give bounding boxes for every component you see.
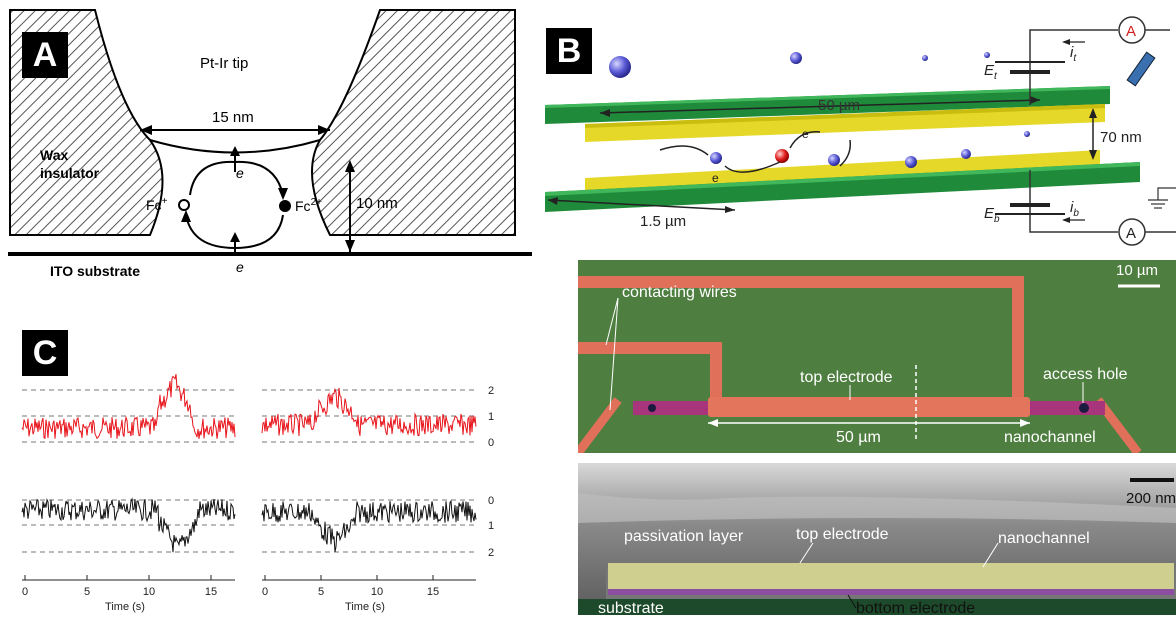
substrate-label: ITO substrate [50, 263, 140, 279]
bottom-electrode-label: bottom electrode [856, 600, 975, 615]
right-tick-label: 10 [371, 586, 383, 598]
top-electrode [708, 397, 1030, 417]
gap-label: 70 nm [1100, 129, 1142, 146]
nanochannel [608, 589, 1174, 595]
panel-b-device-schematic: 50 µm 70 nm 1.5 µm e e Et it Eb ib A A B [540, 0, 1176, 250]
bottom-ammeter-label: A [1126, 225, 1136, 242]
length-label: 50 µm [818, 97, 860, 114]
optical-micrograph: 10 µm contacting wires top electrode acc… [574, 260, 1176, 456]
passivation-label: passivation layer [624, 528, 744, 545]
scale-label: 10 µm [1116, 262, 1158, 279]
insulator-label-1: Wax [40, 147, 68, 163]
fc-2plus-marker [279, 200, 291, 212]
sem-micrograph: 200 nm passivation layer top electrode n… [578, 463, 1176, 617]
top-electrode [608, 563, 1174, 589]
level-label: 2 [488, 385, 494, 397]
micrograph-drawing: 10 µm contacting wires top electrode acc… [574, 260, 1176, 456]
width-label: 1.5 µm [640, 213, 686, 230]
panel-c-current-traces: 0 5 10 15 0 5 10 15 Time (s) Time (s) 2 … [0, 300, 540, 615]
substrate [578, 599, 1176, 615]
substrate-label: substrate [598, 600, 664, 615]
nanochannel-label: nanochannel [998, 530, 1090, 547]
top-voltage-label: Et [984, 62, 998, 82]
redox-molecule [984, 52, 990, 58]
fc-plus-label: Fc+ [146, 196, 168, 213]
top-circuit-wire [1029, 29, 1118, 105]
right-wax-insulator [311, 9, 516, 236]
bottom-voltage-label: Eb [984, 205, 1000, 225]
bottom-plate-green [545, 162, 1140, 212]
electron-label-bottom: e [236, 259, 244, 275]
left-xlabel: Time (s) [105, 601, 145, 613]
panel-a-tip-schematic: Pt-Ir tip 15 nm Wax insulator 10 nm e e … [0, 0, 540, 290]
bottom-circuit-wire [1029, 170, 1118, 233]
redox-molecule [710, 152, 722, 164]
redox-molecule [1024, 131, 1030, 137]
access-hole-label: access hole [1043, 366, 1128, 383]
redox-molecule-oxidized [775, 149, 789, 163]
right-tick-label: 0 [262, 586, 268, 598]
contacting-wire [578, 342, 722, 400]
gap-label: 15 nm [212, 109, 254, 126]
redox-molecule [905, 156, 917, 168]
red-trace-left [21, 373, 236, 440]
access-hole-left [648, 404, 656, 412]
black-trace-right [261, 499, 477, 552]
sem-drawing: 200 nm passivation layer top electrode n… [578, 463, 1176, 617]
redox-molecule [609, 56, 631, 78]
right-tick-label: 5 [318, 586, 324, 598]
level-label: 1 [488, 520, 494, 532]
bottom-electrode-gold [585, 150, 1100, 192]
top-ammeter-label: A [1126, 23, 1136, 40]
top-plate-green [545, 86, 1110, 124]
top-electrode-label: top electrode [800, 369, 893, 386]
scale-label: 200 nm [1126, 490, 1176, 507]
redox-molecule [922, 55, 928, 61]
top-electrode-label: top electrode [796, 526, 889, 543]
level-label: 0 [488, 495, 494, 507]
wires-label: contacting wires [622, 284, 737, 301]
left-tick-label: 15 [205, 586, 217, 598]
right-tick-label: 15 [427, 586, 439, 598]
level-label: 0 [488, 437, 494, 449]
redox-molecule [961, 149, 971, 159]
redox-molecule [828, 154, 840, 166]
panel-c-tag: C [22, 330, 68, 376]
panel-b-tag: B [546, 28, 592, 74]
left-tick-label: 10 [143, 586, 155, 598]
red-trace-right [261, 387, 477, 437]
panel-b-drawing: 50 µm 70 nm 1.5 µm e e Et it Eb ib A A [545, 16, 1176, 246]
length-label: 50 µm [836, 429, 881, 446]
level-label: 1 [488, 411, 494, 423]
panel-c-traces: 0 5 10 15 0 5 10 15 Time (s) Time (s) 2 … [21, 373, 494, 613]
redox-molecule [790, 52, 802, 64]
left-tick-label: 0 [22, 586, 28, 598]
level-label: 2 [488, 547, 494, 559]
fc-plus-marker [178, 199, 190, 211]
right-xlabel: Time (s) [345, 601, 385, 613]
pen-icon [1126, 51, 1156, 87]
electron-label-top: e [236, 165, 244, 181]
tip-label: Pt-Ir tip [200, 55, 248, 72]
access-hole-right [1079, 403, 1089, 413]
top-current-label: it [1070, 44, 1077, 64]
electron-label-bottom: e [712, 171, 719, 185]
ground-icon [1148, 187, 1176, 209]
top-electrode-gold [585, 104, 1105, 142]
panel-a-tag: A [22, 32, 68, 78]
black-trace-left [21, 497, 236, 553]
contacting-wire [578, 276, 1024, 408]
insulator-label-2: insulator [40, 165, 100, 181]
panel-a-drawing: Pt-Ir tip 15 nm Wax insulator 10 nm e e … [8, 9, 532, 279]
fc-2plus-label: Fc2+ [295, 197, 322, 214]
electron-label-top: e [802, 127, 809, 141]
bottom-current-label: ib [1070, 199, 1079, 219]
height-label: 10 nm [356, 195, 398, 212]
nanochannel-label: nanochannel [1004, 429, 1096, 446]
left-tick-label: 5 [84, 586, 90, 598]
